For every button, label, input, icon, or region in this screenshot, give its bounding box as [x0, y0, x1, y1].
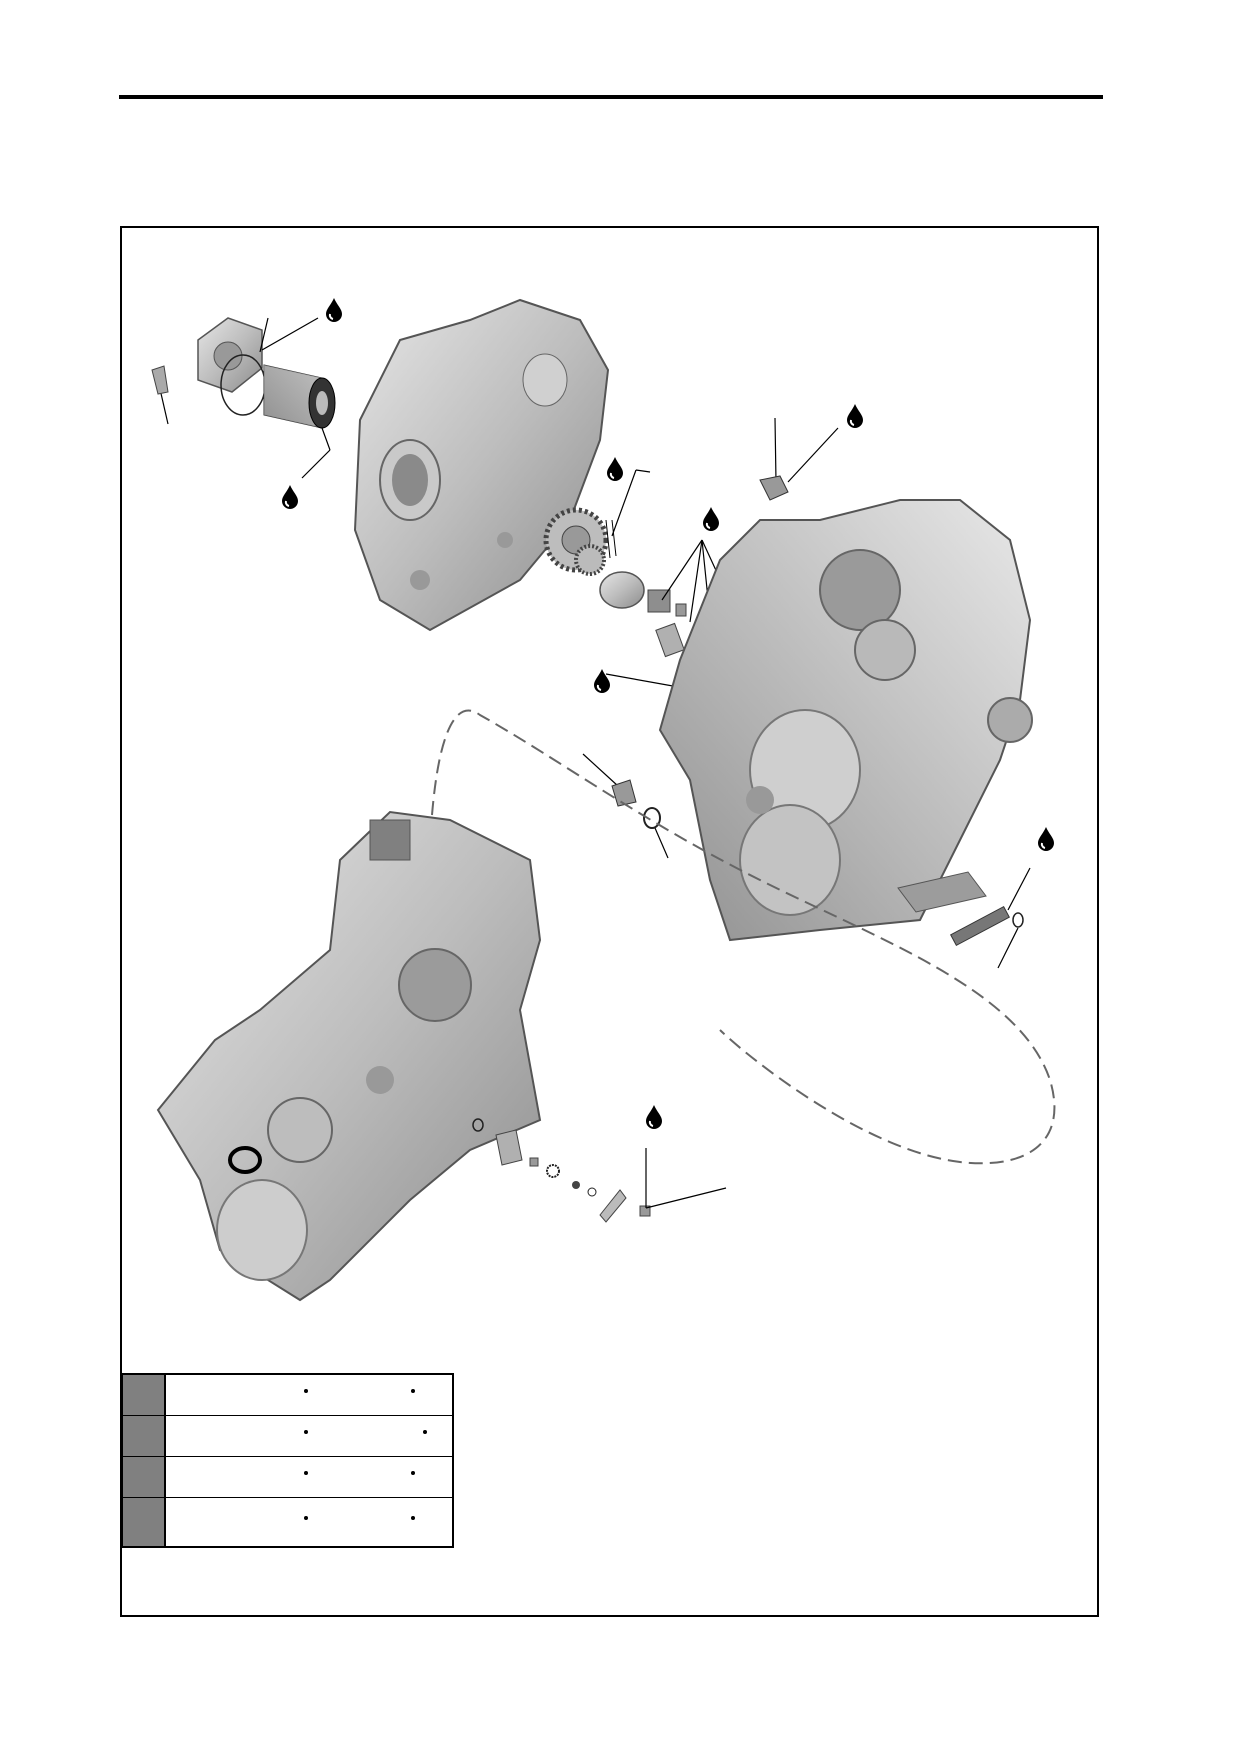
diagram-frame	[120, 226, 1099, 1617]
oil-filter-element	[263, 364, 336, 479]
cover-bolt	[151, 365, 169, 425]
torque-spec-table	[121, 1373, 454, 1548]
table-value-cell	[165, 1415, 453, 1457]
crankcase-side-cover	[353, 298, 610, 632]
separator-dot	[304, 1516, 308, 1520]
separator-dot	[411, 1471, 415, 1475]
table-row	[122, 1374, 453, 1416]
crankcase-right-half	[658, 499, 1033, 942]
oil-pressure-switch	[759, 417, 839, 501]
bypass-valve-parts	[472, 1118, 727, 1223]
table-key-cell	[122, 1497, 166, 1547]
table-row	[122, 1497, 453, 1548]
separator-dot	[411, 1389, 415, 1393]
separator-dot	[304, 1389, 308, 1393]
separator-dot	[411, 1516, 415, 1520]
table-key-cell	[122, 1456, 166, 1498]
oil-flow-path	[431, 709, 1056, 1165]
separator-dot	[304, 1471, 308, 1475]
oil-pump-gear	[543, 507, 609, 576]
header-rule	[119, 95, 1103, 99]
table-row	[122, 1456, 453, 1498]
table-value-cell	[165, 1498, 453, 1548]
separator-dot	[304, 1430, 308, 1434]
table-key-cell	[122, 1374, 166, 1416]
table-value-cell	[165, 1374, 453, 1416]
drain-plug	[582, 753, 669, 859]
separator-dot	[423, 1430, 427, 1434]
table-value-cell	[165, 1456, 453, 1498]
crankcase-left-half	[156, 810, 542, 1302]
table-row	[122, 1415, 453, 1457]
table-key-cell	[122, 1415, 166, 1457]
oil-strainer-screen	[897, 867, 1031, 969]
oil-filter-cover	[197, 317, 263, 393]
